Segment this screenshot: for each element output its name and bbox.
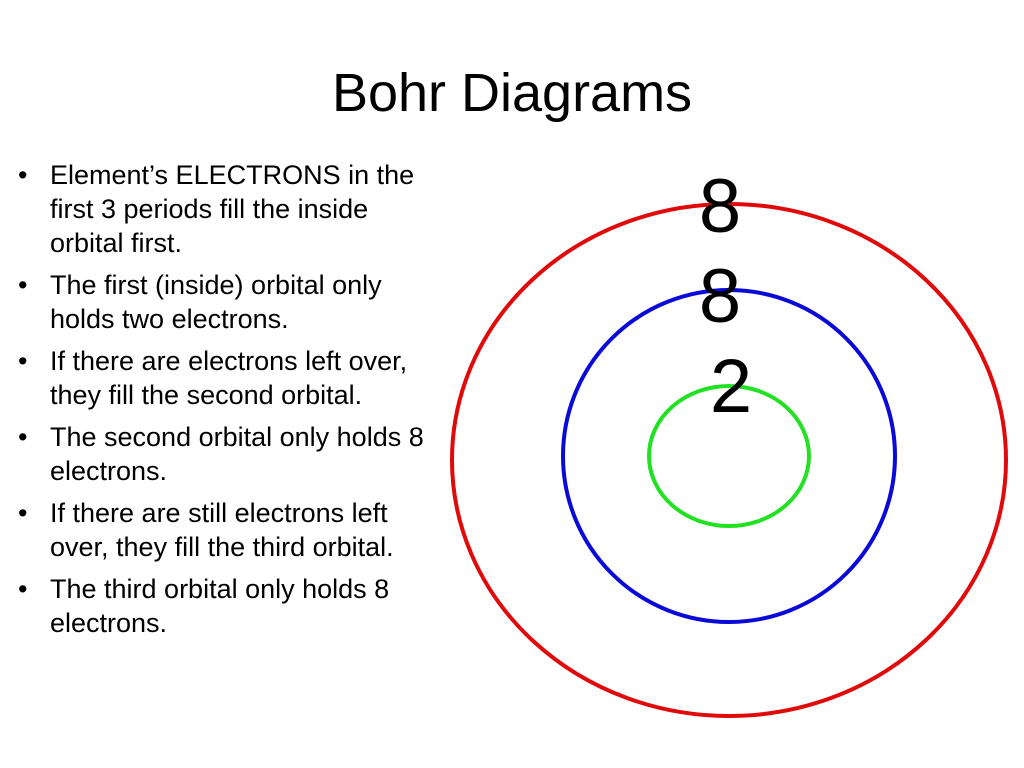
second-orbital-count: 8 — [699, 254, 741, 339]
slide-title: Bohr Diagrams — [331, 63, 693, 123]
bullet-item: • If there are still electrons left over… — [8, 496, 448, 564]
bohr-diagram: 8 8 2 — [450, 164, 1008, 718]
bullet-list: • Element’s ELECTRONS in the first 3 per… — [8, 158, 448, 648]
bullet-text: The second orbital only holds 8 electron… — [50, 422, 424, 486]
first-orbital-ring — [647, 384, 811, 528]
bullet-item: • The third orbital only holds 8 electro… — [8, 572, 448, 640]
bullet-item: • Element’s ELECTRONS in the first 3 per… — [8, 158, 448, 260]
bullet-dot-icon: • — [18, 160, 28, 190]
bullet-text: Element’s ELECTRONS in the first 3 perio… — [50, 160, 415, 258]
bullet-dot-icon: • — [18, 346, 28, 376]
third-orbital-ring — [450, 202, 1008, 718]
bullet-text: The third orbital only holds 8 electrons… — [50, 574, 390, 638]
bullet-dot-icon: • — [18, 270, 28, 300]
bullet-text: If there are still electrons left over, … — [50, 498, 394, 562]
bullet-item: • The first (inside) orbital only holds … — [8, 268, 448, 336]
second-orbital-ring — [561, 288, 897, 624]
bullet-item: • If there are electrons left over, they… — [8, 344, 448, 412]
bullet-dot-icon: • — [18, 498, 28, 528]
first-orbital-count: 2 — [710, 344, 752, 429]
bullet-text: The first (inside) orbital only holds tw… — [50, 270, 382, 334]
bullet-text: If there are electrons left over, they f… — [50, 346, 408, 410]
third-orbital-count: 8 — [699, 164, 741, 249]
bullet-item: • The second orbital only holds 8 electr… — [8, 420, 448, 488]
bullet-dot-icon: • — [18, 422, 28, 452]
bullet-dot-icon: • — [18, 574, 28, 604]
